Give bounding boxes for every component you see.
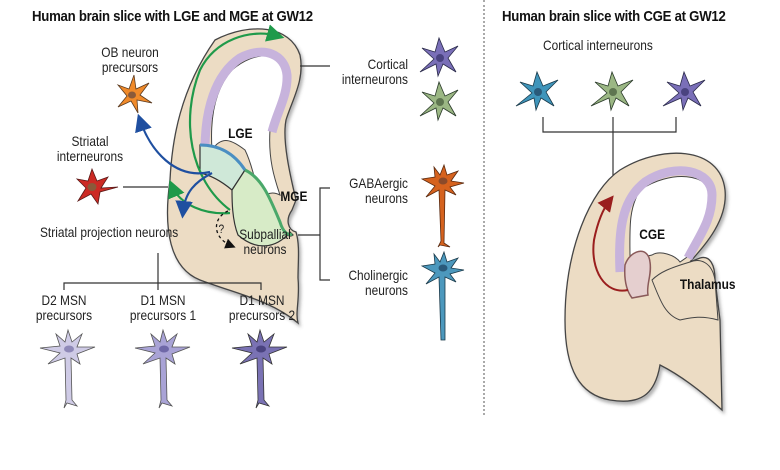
label-gabaergic-neurons: GABAergic neurons <box>332 175 408 206</box>
label-line: interneurons <box>56 148 124 164</box>
neuron-d1-msn-1 <box>134 328 191 409</box>
neuron-d1-msn-2 <box>231 328 288 409</box>
label-line: neurons <box>364 282 408 298</box>
left-ventricle-lining <box>200 47 292 151</box>
neuron-ob <box>116 74 153 114</box>
blue-arrow-ob <box>135 113 211 175</box>
label-uncertain: ? <box>218 222 225 236</box>
green-arrow-striatal-interneuron <box>168 179 231 215</box>
right-brain-slice <box>564 152 726 412</box>
label-line: neurons <box>243 241 287 257</box>
label-line: Cholinergic <box>348 267 408 283</box>
thalamus-region <box>651 260 719 321</box>
neuron-gabaergic <box>420 163 465 248</box>
label-line: precursors <box>35 307 93 323</box>
left-connector-lines <box>63 65 330 290</box>
label-line: D1 MSN <box>239 292 285 308</box>
label-line: OB neuron <box>101 44 159 60</box>
left-panel-title: Human brain slice with LGE and MGE at GW… <box>32 8 313 25</box>
neuron-cholinergic <box>420 250 465 341</box>
label-line: Cortical <box>367 56 408 72</box>
label-cortical-interneurons: Cortical interneurons <box>332 56 408 87</box>
lge-border <box>199 143 247 171</box>
label-line: D2 MSN <box>41 292 87 308</box>
right-panel-title: Human brain slice with CGE at GW12 <box>502 8 726 25</box>
neuron-cortical-1 <box>419 36 459 78</box>
neuron-cge-cortical-3 <box>662 70 706 112</box>
label-line: precursors 2 <box>228 307 296 323</box>
label-line: precursors 1 <box>129 307 197 323</box>
green-arrow-cortical <box>188 24 285 211</box>
label-cge-cortical-interneurons: Cortical interneurons <box>543 37 653 53</box>
mge-border <box>244 168 293 236</box>
left-brain-slice <box>135 24 302 325</box>
label-d1-msn-precursors-1: D1 MSN precursors 1 <box>121 293 206 323</box>
neuron-striatal-interneuron <box>75 167 119 206</box>
cge-migration-arrow <box>592 195 629 292</box>
label-line: Striatal <box>71 133 109 149</box>
label-line: Subpallial <box>239 226 291 242</box>
label-d1-msn-precursors-2: D1 MSN precursors 2 <box>220 293 305 323</box>
label-thalamus: Thalamus <box>679 276 736 292</box>
cge-region <box>624 250 652 299</box>
right-ventricle-lining <box>615 166 717 273</box>
subpallial-bracket <box>319 187 330 281</box>
neuron-cortical-2 <box>419 80 459 122</box>
label-d2-msn-precursors: D2 MSN precursors <box>26 293 103 323</box>
label-line: precursors <box>101 59 159 75</box>
label-striatal-projection-neurons: Striatal projection neurons <box>40 224 179 240</box>
label-striatal-interneurons: Striatal interneurons <box>48 134 133 164</box>
neuron-cge-cortical-2 <box>590 70 634 112</box>
blue-arrow-striatal-projection <box>175 172 213 219</box>
msn-bracket <box>63 282 262 290</box>
neuron-cge-cortical-1 <box>515 70 559 112</box>
neuron-d2-msn <box>39 328 96 409</box>
label-line: GABAergic <box>349 175 408 191</box>
label-lge: LGE <box>228 125 253 141</box>
label-cge: CGE <box>639 226 666 242</box>
label-line: D1 MSN <box>140 292 186 308</box>
panel-divider <box>483 0 485 415</box>
label-line: neurons <box>364 190 408 206</box>
label-ob-neuron-precursors: OB neuron precursors <box>88 45 173 75</box>
label-cholinergic-neurons: Cholinergic neurons <box>332 267 408 298</box>
label-mge: MGE <box>280 188 308 204</box>
label-line: interneurons <box>341 71 408 87</box>
label-subpallial-neurons: Subpallial neurons <box>231 227 299 257</box>
